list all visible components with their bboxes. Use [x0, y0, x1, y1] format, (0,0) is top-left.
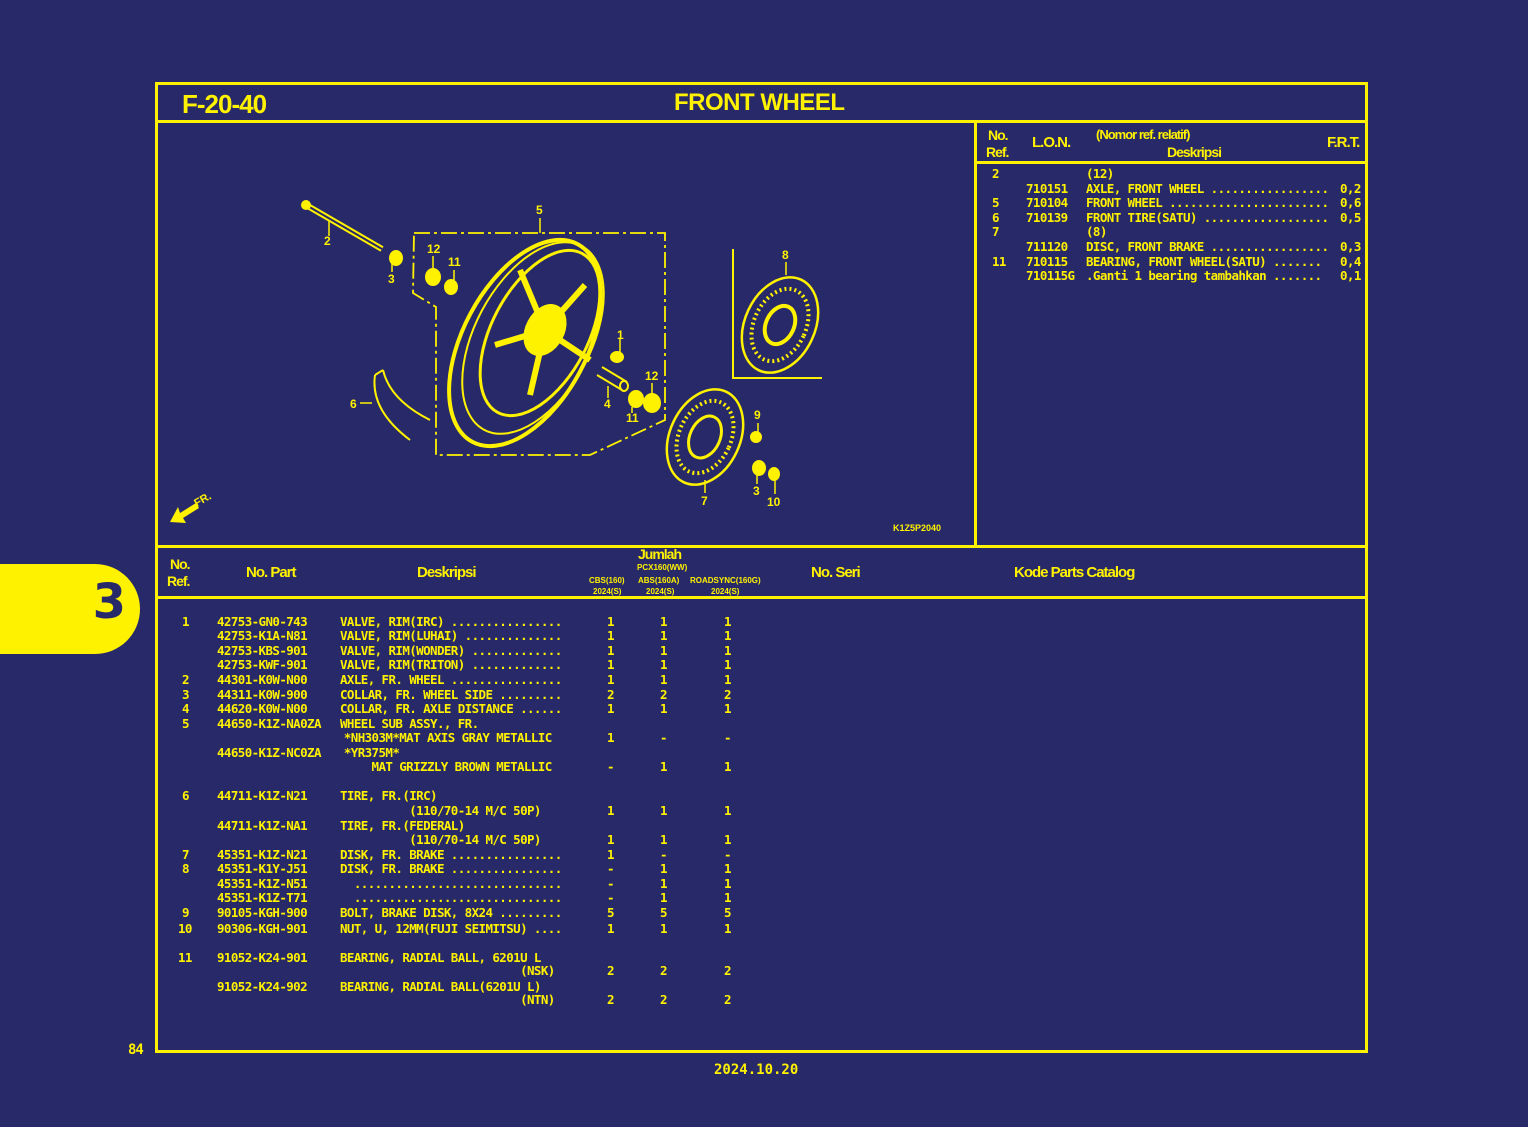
- page-title: FRONT WHEEL: [674, 89, 845, 116]
- table-row: 44650-K1Z-NC0ZA *YR375M*: [217, 745, 400, 760]
- page-number: 84: [128, 1042, 144, 1058]
- callout-8: 8: [782, 248, 789, 262]
- parts-header-col1-year: 2024(S): [593, 587, 622, 596]
- callout-3: 3: [388, 272, 395, 286]
- axle-part-icon: [301, 200, 384, 252]
- parts-header-col3-year: 2024(S): [711, 587, 740, 596]
- frt-header-lon: L.O.N.: [1032, 134, 1071, 151]
- callout-12: 12: [427, 242, 441, 256]
- parts-header-serial: No. Seri: [811, 564, 861, 581]
- parts-header-col3-name: ROADSYNC(160G): [690, 576, 761, 585]
- table-row: 45351-K1Z-T71 ..........................…: [217, 890, 732, 905]
- print-date: 2024.10.20: [714, 1062, 799, 1078]
- parts-header-ref-no: No.: [170, 556, 191, 572]
- section-code: F-20-40: [182, 89, 267, 119]
- diagram-bottom-divider: [155, 545, 1368, 548]
- callout-10: 10: [767, 495, 781, 509]
- brake-disc-7-icon: [665, 388, 745, 493]
- brake-disc-8-icon: [740, 276, 820, 374]
- callout-11: 11: [448, 255, 461, 269]
- callout-5: 5: [536, 203, 543, 217]
- frt-header-desc: Deskripsi: [1167, 144, 1222, 160]
- callout-2: 2: [324, 234, 331, 248]
- frt-header-ref-label: Ref.: [986, 144, 1009, 160]
- frt-row: 710115G.Ganti 1 bearing tambahkan ......…: [1026, 268, 1361, 283]
- frt-header-frt: F.R.T.: [1327, 134, 1360, 151]
- title-divider: [155, 120, 1368, 123]
- parts-header-qty: Jumlah: [638, 546, 682, 562]
- parts-header-ref-label: Ref.: [167, 573, 190, 589]
- parts-header-catalog: Kode Parts Catalog: [1014, 564, 1135, 581]
- front-tire-part-icon: [360, 369, 431, 441]
- callout-7: 7: [701, 494, 708, 508]
- frt-row: 7(8): [992, 224, 1107, 239]
- callout-9: 9: [754, 408, 761, 422]
- callout-1: 1: [617, 328, 624, 342]
- frt-header-ref-no: No.: [988, 127, 1009, 143]
- callout-6: 6: [350, 397, 357, 411]
- frt-header-desc-note: (Nomor ref. relatif): [1096, 127, 1190, 142]
- frt-header-divider: [974, 161, 1368, 164]
- collar-part-icon: [389, 250, 403, 272]
- exploded-parts-diagram: [170, 200, 822, 523]
- parts-header-model-group: PCX160(WW): [637, 563, 688, 572]
- callout-4: 4: [604, 397, 611, 411]
- diagram-table-divider: [974, 120, 977, 547]
- parts-header-part-no: No. Part: [246, 564, 297, 581]
- parts-header-col2-year: 2024(S): [646, 587, 675, 596]
- diagram-code: K1Z5P2040: [893, 523, 942, 533]
- chapter-tab[interactable]: 3: [0, 564, 140, 654]
- frt-row: 2(12): [992, 166, 1114, 181]
- callout-11: 11: [626, 411, 639, 425]
- parts-header-divider: [155, 596, 1368, 599]
- chapter-tab-label: 3: [92, 574, 126, 630]
- distance-collar-part-icon: [596, 366, 629, 398]
- parts-header-desc: Deskripsi: [417, 564, 477, 581]
- callout-12: 12: [645, 369, 659, 383]
- callout-3: 3: [753, 484, 760, 498]
- parts-header-col1-name: CBS(160): [589, 576, 625, 585]
- table-row: 45351-K1Z-N51 ..........................…: [217, 876, 732, 891]
- parts-header-col2-name: ABS(160A): [638, 576, 680, 585]
- front-wheel-part-icon: [447, 237, 605, 449]
- front-direction-arrow-icon: [170, 503, 199, 523]
- page-frame: [155, 82, 1368, 1053]
